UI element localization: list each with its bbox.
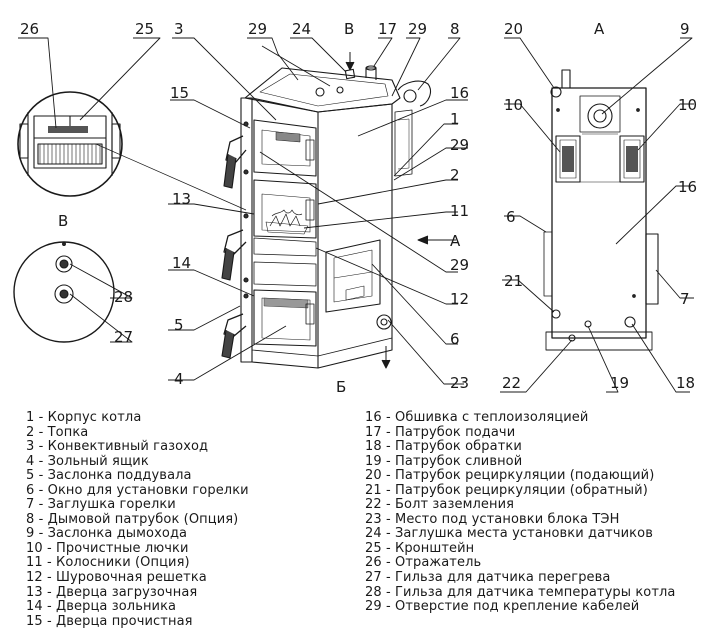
parts-legend-right: 16 - Обшивка с теплоизоляцией 17 - Патру… [365, 410, 676, 615]
legend-item: 26 - Отражатель [365, 555, 482, 571]
label-10-left: 10 [504, 96, 523, 114]
legend-item: 25 - Кронштейн [365, 540, 475, 556]
legend-item: 22 - Болт заземления [365, 497, 515, 513]
legend-item: 16 - Обшивка с теплоизоляцией [365, 410, 589, 425]
label-1: 1 [450, 110, 460, 128]
label-13: 13 [172, 190, 191, 208]
boiler-front-view [221, 65, 431, 369]
label-25: 25 [135, 20, 154, 38]
label-9: 9 [680, 20, 690, 38]
legend-item: 23 - Место под установки блока ТЭН [365, 511, 620, 527]
label-11: 11 [450, 202, 469, 220]
label-12: 12 [450, 290, 469, 308]
label-28: 28 [114, 288, 133, 306]
label-29-mid: 29 [450, 136, 469, 154]
legend-item: 27 - Гильза для датчика перегрева [365, 570, 611, 586]
legend-item: 3 - Конвективный газоход [26, 439, 209, 455]
label-18: 18 [676, 374, 695, 392]
label-20: 20 [504, 20, 523, 38]
label-14: 14 [172, 254, 191, 272]
legend-item: 6 - Окно для установки горелки [26, 482, 249, 498]
label-5: 5 [174, 316, 184, 334]
label-view-a-title: А [594, 20, 605, 38]
label-22: 22 [502, 374, 521, 392]
label-29-top-right: 29 [408, 20, 427, 38]
legend-item: 28 - Гильза для датчика температуры котл… [365, 584, 676, 600]
legend-item: 20 - Патрубок рециркуляции (подающий) [365, 468, 655, 484]
legend-item: 8 - Дымовой патрубок (Опция) [26, 511, 239, 527]
view-arrows [345, 52, 456, 369]
label-view-b-arrow: В [344, 20, 354, 38]
parts-legend-left: 1 - Корпус котла 2 - Топка 3 - Конвектив… [26, 410, 249, 629]
label-29-low: 29 [450, 256, 469, 274]
legend-item: 29 - Отверстие под крепление кабелей [365, 599, 640, 615]
label-23: 23 [450, 374, 469, 392]
label-6-right: 6 [506, 208, 516, 226]
legend-item: 18 - Патрубок обратки [365, 439, 522, 455]
legend-item: 11 - Колосники (Опция) [26, 555, 190, 571]
label-24: 24 [292, 20, 311, 38]
legend-item: 1 - Корпус котла [26, 410, 142, 425]
label-section-b-arrow: Б [336, 378, 346, 396]
label-29-top-left: 29 [248, 20, 267, 38]
legend-item: 2 - Топка [26, 424, 89, 440]
legend-item: 12 - Шуровочная решетка [26, 570, 207, 586]
label-7: 7 [680, 290, 690, 308]
label-21: 21 [504, 272, 523, 290]
label-2: 2 [450, 166, 460, 184]
label-3: 3 [174, 20, 184, 38]
label-27: 27 [114, 328, 133, 346]
label-26: 26 [20, 20, 39, 38]
legend-item: 14 - Дверца зольника [26, 599, 177, 615]
label-15: 15 [170, 84, 189, 102]
legend-item: 5 - Заслонка поддувала [26, 468, 192, 484]
label-16: 16 [450, 84, 469, 102]
label-19: 19 [610, 374, 629, 392]
label-10-right: 10 [678, 96, 697, 114]
label-view-a-arrow: А [450, 232, 461, 250]
label-6: 6 [450, 330, 460, 348]
legend-item: 21 - Патрубок рециркуляции (обратный) [365, 482, 648, 498]
leader-lines [18, 37, 694, 393]
legend-item: 15 - Дверца прочистная [26, 613, 193, 629]
view-b-sensor-sleeves [13, 241, 115, 343]
legend-item: 10 - Прочистные лючки [26, 540, 189, 556]
callout-labels: 26 25 3 29 24 В 17 29 8 20 А 9 15 16 10 … [20, 20, 697, 396]
view-a-side-view [543, 69, 659, 351]
legend-item: 24 - Заглушка места установки датчиков [365, 526, 653, 542]
legend-item: 7 - Заглушка горелки [26, 497, 176, 513]
label-8: 8 [450, 20, 460, 38]
legend-item: 13 - Дверца загрузочная [26, 584, 198, 600]
legend-item: 4 - Зольный ящик [26, 453, 149, 469]
label-4: 4 [174, 370, 184, 388]
label-17: 17 [378, 20, 397, 38]
legend-item: 19 - Патрубок сливной [365, 453, 523, 469]
legend-item: 17 - Патрубок подачи [365, 424, 516, 440]
legend-item: 9 - Заслонка дымохода [26, 526, 188, 542]
detail-reflector-view [17, 91, 123, 197]
label-16-right: 16 [678, 178, 697, 196]
label-view-b-title: В [58, 212, 68, 230]
